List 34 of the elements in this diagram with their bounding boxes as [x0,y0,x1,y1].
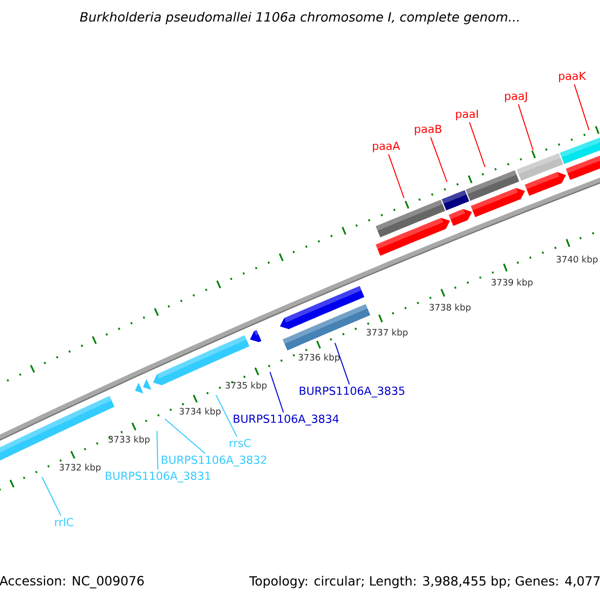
leader-line [270,372,284,413]
gene-label: BURPS1106A_3831 [106,472,210,482]
leader-line [164,418,206,454]
map-title: Burkholderia pseudomallei 1106a chromosome I, complete genom... [80,12,519,24]
leader-line [216,394,238,438]
tick-label: 3735 kbp [226,382,267,390]
gene-label: BURPS1106A_3832 [162,456,266,466]
footer-text: Topology: circular; Length: 3,988,455 bp; Genes: 4,077 [249,576,600,588]
leader-line [469,122,486,168]
tick-label: 3732 kbp [60,464,101,472]
gene-label: paaB [414,124,442,136]
gene-label: paaI [456,110,478,120]
leader-line [388,154,404,198]
leader-line [574,84,590,130]
leader-line [334,342,350,385]
leader-line [430,136,448,182]
gene-label: BURPS1106A_3834 [234,414,339,426]
tick-label: 3738 kbp [430,304,471,312]
tick-label: 3733 kbp [108,436,150,444]
gene-label: paaJ [505,92,527,102]
gene-label: paaA [372,142,400,152]
tick-label: 3736 kbp [298,354,340,362]
tick-label: 3740 kbp [556,256,598,264]
gene-label: paaK [559,72,586,82]
gene-label: rrsC [230,438,251,448]
leader-line [42,476,62,516]
leader-line [518,104,534,150]
gene-label: BURPS1106A_3835 [300,386,404,398]
gene-label: rrlC [55,518,74,526]
leader-line [156,430,158,470]
tick-label: 3739 kbp [492,278,533,288]
tick-label: 3737 kbp [366,328,408,338]
footer-text: Accession: NC_009076 [0,576,144,588]
tick-label: 3734 kbp [180,408,221,416]
